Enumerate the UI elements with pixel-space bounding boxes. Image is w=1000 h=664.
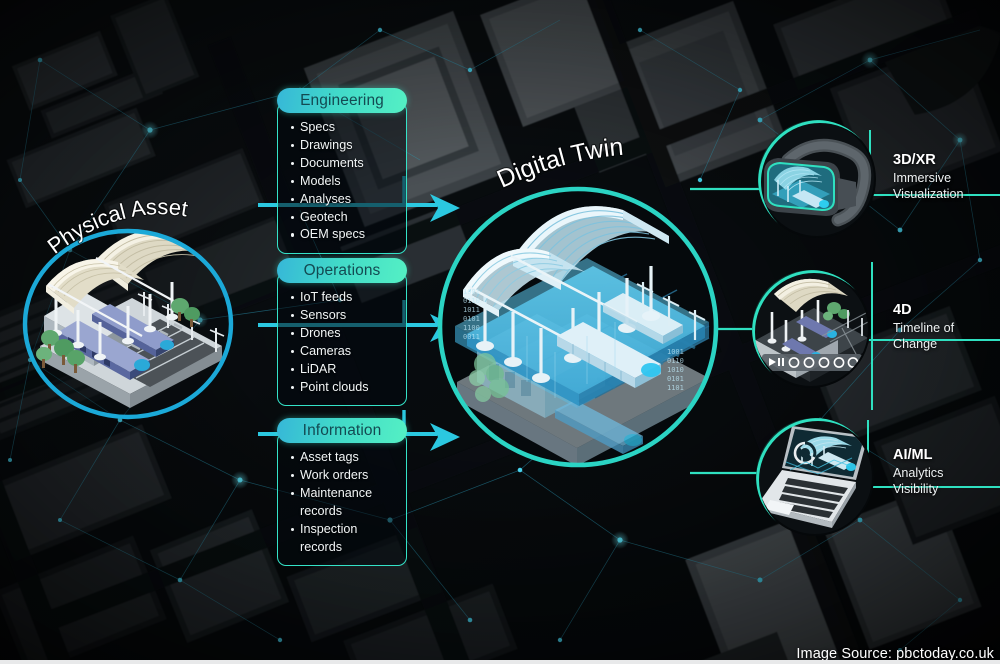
list-item-continuation: records — [300, 539, 342, 554]
list-item: Analyses — [291, 191, 400, 208]
panel-operations-body: IoT feeds Sensors Drones Cameras LiDAR P… — [277, 272, 407, 407]
output-title-timeline: 4D — [893, 302, 912, 318]
panel-information-list: Asset tags Work orders Maintenance recor… — [284, 449, 400, 556]
vr-headset-circle[interactable] — [758, 120, 876, 238]
panel-engineering-body: Specs Drawings Documents Models Analyses… — [277, 102, 407, 255]
laptop-analytics-circle-ring — [756, 418, 874, 536]
output-subtitle-timeline-line2: Change — [893, 337, 938, 352]
image-source-credit: Image Source: pbctoday.co.uk — [796, 646, 994, 662]
svg-text:1100: 1100 — [463, 324, 480, 332]
output-subtitle-xr-line1: Immersive — [893, 171, 952, 185]
svg-text:0101: 0101 — [463, 315, 480, 323]
list-item: Specs — [291, 119, 400, 136]
svg-text:0101: 0101 — [667, 375, 684, 383]
list-item: LiDAR — [291, 361, 400, 378]
timeline-circle[interactable] — [752, 270, 870, 388]
list-item: Work orders — [291, 467, 400, 484]
output-subtitle-timeline-line1: Timeline of — [893, 321, 955, 335]
list-item: Documents — [291, 155, 400, 172]
list-item: IoT feeds — [291, 289, 400, 306]
output-subtitle-analytics-line1: Analytics — [893, 466, 944, 480]
panel-engineering[interactable]: Engineering Specs Drawings Documents Mod… — [277, 88, 407, 255]
list-item: Maintenance — [291, 485, 400, 502]
list-item: OEM specs — [291, 226, 400, 243]
list-item: Drawings — [291, 137, 400, 154]
list-item-continuation: records — [300, 503, 342, 518]
list-item: Drones — [291, 325, 400, 342]
list-item: Sensors — [291, 307, 400, 324]
panel-operations[interactable]: Operations IoT feeds Sensors Drones Came… — [277, 258, 407, 407]
panel-operations-heading: Operations — [277, 258, 407, 283]
panel-operations-list: IoT feeds Sensors Drones Cameras LiDAR P… — [284, 289, 400, 396]
physical-asset-circle — [22, 228, 234, 420]
output-label-analytics: AI/ML Analytics Visibility — [893, 447, 998, 497]
svg-text:1001: 1001 — [667, 348, 684, 356]
list-item: Inspection — [291, 521, 400, 538]
output-label-timeline: 4D Timeline of Change — [893, 302, 998, 352]
svg-text:0011: 0011 — [463, 333, 480, 341]
list-item: Models — [291, 173, 400, 190]
svg-text:1001: 1001 — [463, 288, 480, 296]
panel-information-heading: Information — [277, 418, 407, 443]
svg-text:1010: 1010 — [667, 366, 684, 374]
output-title-xr: 3D/XR — [893, 152, 936, 168]
output-subtitle-analytics-line2: Visibility — [893, 482, 939, 497]
svg-text:1011: 1011 — [463, 306, 480, 314]
list-item: Geotech — [291, 209, 400, 226]
list-item: Point clouds — [291, 379, 400, 396]
laptop-analytics-circle[interactable] — [756, 418, 874, 536]
list-item: Asset tags — [291, 449, 400, 466]
list-item: Cameras — [291, 343, 400, 360]
bottom-bar — [0, 660, 1000, 664]
vr-headset-circle-ring — [758, 120, 876, 238]
panel-information-body: Asset tags Work orders Maintenance recor… — [277, 432, 407, 567]
panel-information[interactable]: Information Asset tags Work orders Maint… — [277, 418, 407, 567]
panel-engineering-list: Specs Drawings Documents Models Analyses… — [284, 119, 400, 244]
svg-text:0110: 0110 — [463, 297, 480, 305]
output-subtitle-xr-line2: Visualization — [893, 187, 964, 202]
timeline-circle-ring — [752, 270, 870, 388]
svg-text:0110: 0110 — [667, 357, 684, 365]
output-label-xr: 3D/XR Immersive Visualization — [893, 152, 998, 202]
svg-text:1101: 1101 — [667, 384, 684, 392]
panel-engineering-heading: Engineering — [277, 88, 407, 113]
output-title-analytics: AI/ML — [893, 447, 933, 463]
